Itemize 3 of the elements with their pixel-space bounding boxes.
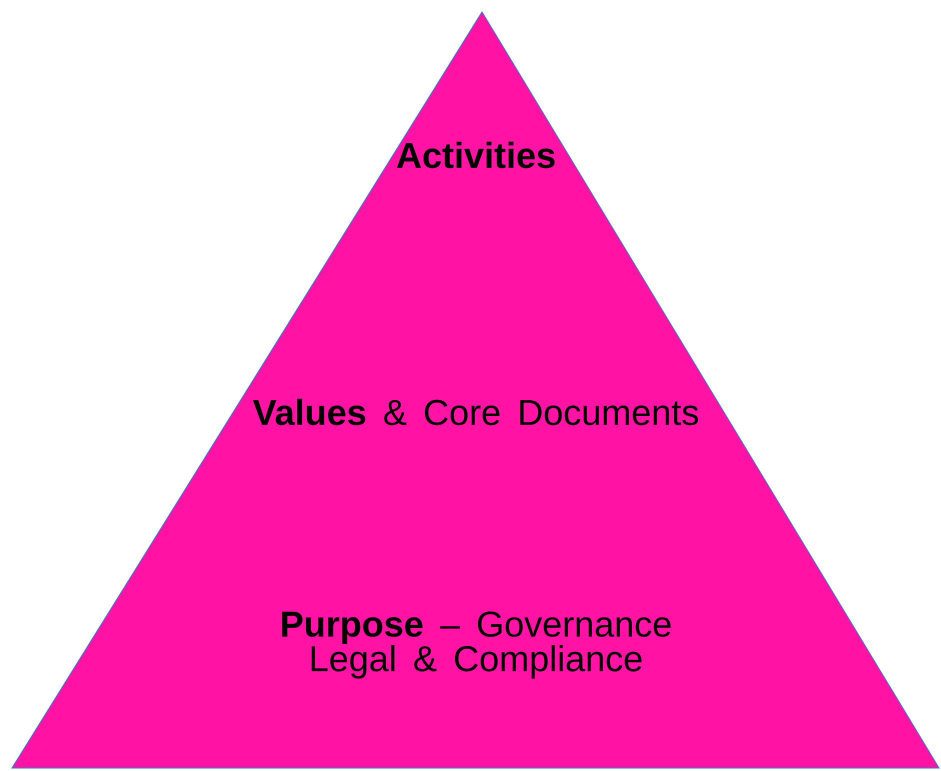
level-label: Purpose – Governance Legal & Compliance [282, 611, 671, 679]
level-label: Activities [396, 142, 555, 168]
level-label: Values & Core Documents [252, 398, 698, 426]
